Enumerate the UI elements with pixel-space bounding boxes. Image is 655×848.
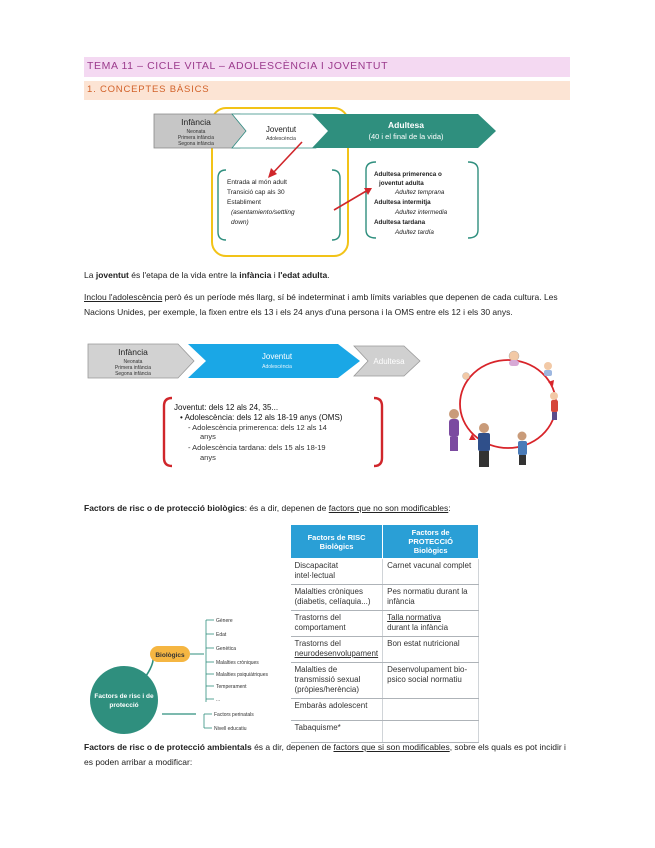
- box-line: anys: [200, 453, 216, 462]
- left-box-item: Establiment: [227, 199, 261, 206]
- box-line: - Adolescència primerenca: dels 12 als 1…: [188, 423, 327, 432]
- adultesa-title: Adultesa: [373, 357, 405, 366]
- mindmap-center: [90, 666, 158, 734]
- joventut-title: Joventut: [266, 125, 297, 134]
- left-box-item: Transició cap als 30: [227, 189, 285, 196]
- left-box-italic: down): [231, 219, 249, 226]
- chapter-title-bar: TEMA 11 – CICLE VITAL – ADOLESCÈNCIA I J…: [84, 57, 570, 77]
- red-arrow: [271, 141, 303, 175]
- mindmap-leaf: Malalties psiquiàtriques: [216, 672, 268, 678]
- paragraph-joventut: La joventut és l'etapa de la vida entre …: [84, 270, 330, 280]
- right-box-sub: Adultez tardía: [394, 229, 434, 236]
- right-box-sub: Adultez intermedia: [394, 209, 448, 216]
- mindmap-center-label: protecció: [109, 702, 138, 709]
- infancia-line: Segona infància: [115, 371, 151, 377]
- mindmap-leaf: Temperament: [216, 684, 247, 690]
- paragraph-biologics: Factors de risc o de protecció biològics…: [84, 503, 451, 513]
- table-row: Tabaquisme*: [290, 720, 480, 743]
- joventut-arrow: [188, 344, 360, 378]
- right-box-item: joventut adulta: [378, 180, 424, 187]
- joventut-sub: Adolescència: [266, 136, 296, 142]
- left-box-item: Entrada al món adult: [227, 179, 287, 186]
- adultesa-sub: (40 i el final de la vida): [368, 132, 444, 141]
- life-cycle-illustration: [449, 350, 558, 467]
- mindmap-leaf: Edat: [216, 632, 227, 638]
- table-row: Embaràs adolescent: [290, 698, 480, 721]
- box-line: Joventut: dels 12 als 24, 35...: [174, 403, 278, 412]
- mindmap-leaf: Malalties cròniques: [216, 660, 259, 666]
- box-line: anys: [200, 432, 216, 441]
- box-line: - Adolescència tardana: dels 15 als 18-1…: [188, 443, 326, 452]
- section-title-bar: 1. CONCEPTES BÀSICS: [84, 81, 570, 100]
- adultesa-title: Adultesa: [388, 120, 424, 130]
- infancia-title: Infància: [181, 117, 211, 127]
- right-box-item: Adultesa intermitja: [374, 199, 431, 206]
- paragraph-ambientals: Factors de risc o de protecció ambiental…: [84, 742, 566, 767]
- adultesa-arrow: [312, 114, 496, 148]
- highlight-outline: [211, 107, 349, 257]
- right-box-sub: Adultez temprana: [394, 189, 445, 196]
- paragraph-adolescencia: Inclou l'adolescència però és un període…: [84, 292, 558, 317]
- mindmap-center-label: Factors de risc i de: [94, 693, 154, 700]
- joventut-title: Joventut: [262, 352, 293, 361]
- life-stages-diagram: Infància Neonata Primera infància Segona…: [153, 107, 496, 257]
- box-line: • Adolescència: dels 12 als 18-19 anys (…: [180, 413, 343, 422]
- right-box-item: Adultesa tardana: [374, 219, 426, 226]
- infancia-line: Segona infància: [178, 141, 214, 147]
- mindmap-leaf: Factors perinatals: [214, 712, 254, 718]
- red-arrow: [333, 189, 369, 211]
- baby-figure: [508, 350, 520, 362]
- biological-factors-mindmap: Factors de risc i de protecció Biològics…: [90, 618, 268, 734]
- infancia-line: Neonata: [187, 129, 206, 135]
- mindmap-node-label: Biològics: [155, 652, 185, 659]
- infancia-line: Primera infància: [115, 365, 151, 371]
- joventut-diagram: Infància Neonata Primera infància Segona…: [87, 343, 421, 468]
- section-title: 1. CONCEPTES BÀSICS: [87, 84, 210, 95]
- mindmap-leaf: Genètica: [216, 646, 236, 652]
- mindmap-leaf: Gènere: [216, 618, 233, 624]
- table-row: Malalties cròniques(diabetis, celíaquia.…: [290, 584, 480, 611]
- right-box-item: Adultesa primerenca o: [374, 171, 442, 178]
- mindmap-node-biologics: [150, 646, 190, 662]
- chapter-title: TEMA 11 – CICLE VITAL – ADOLESCÈNCIA I J…: [87, 60, 389, 72]
- infancia-line: Neonata: [124, 359, 143, 365]
- mindmap-leaf: ...: [216, 697, 220, 703]
- infancia-title: Infància: [118, 347, 148, 357]
- joventut-sub: Adolescència: [262, 364, 292, 370]
- mindmap-leaf: Nivell educatiu: [214, 726, 247, 732]
- left-box-italic: (asentamiento/settling: [231, 209, 295, 216]
- infancia-line: Primera infància: [178, 135, 214, 141]
